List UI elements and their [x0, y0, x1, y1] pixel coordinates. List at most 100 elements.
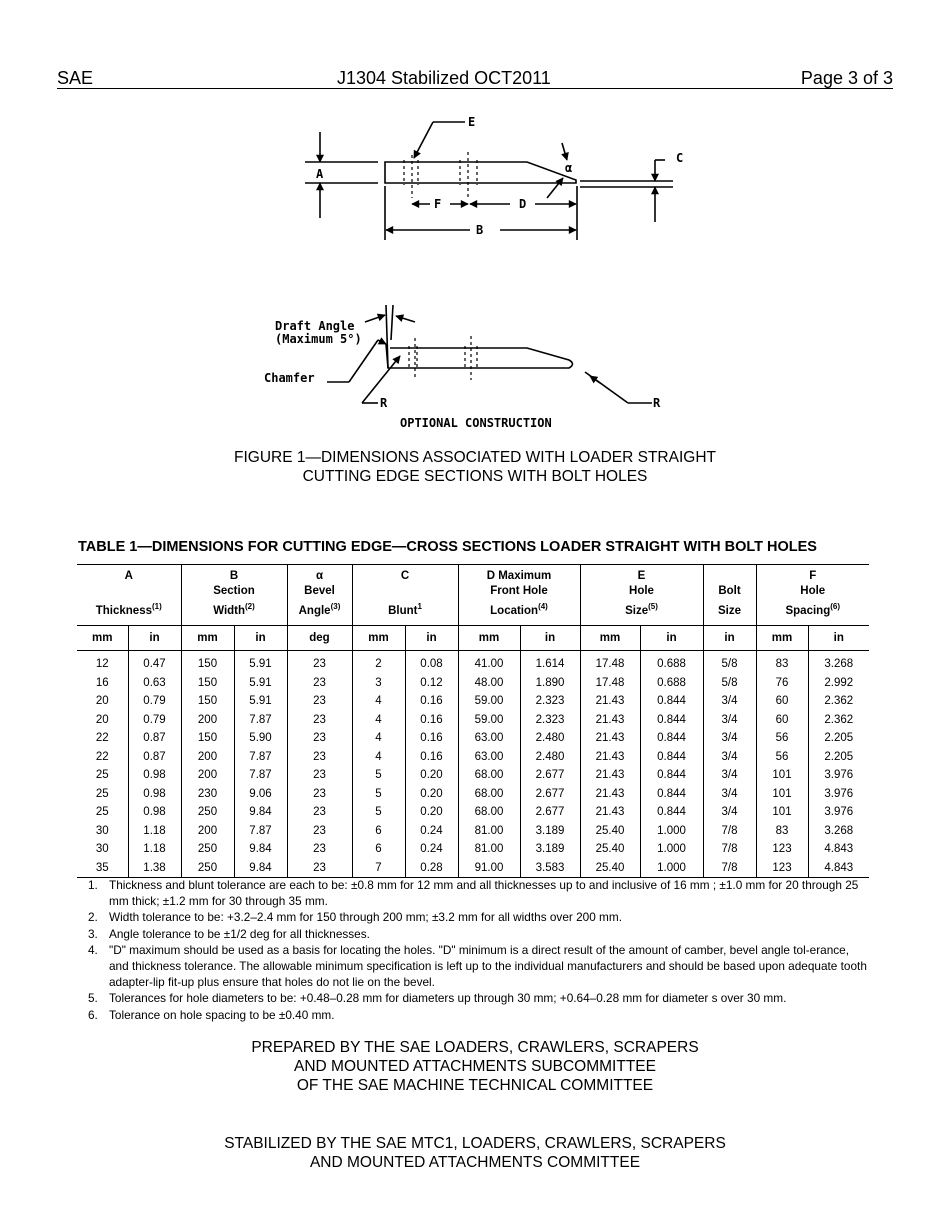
table-cell: 0.688 — [639, 673, 703, 692]
table-cell: 59.00 — [457, 692, 520, 711]
header-page-number: Page 3 of 3 — [800, 68, 893, 88]
group-line-3: Spacing(6) — [757, 599, 870, 619]
table-cell: 4 — [351, 692, 405, 711]
table-cell: 60 — [755, 710, 808, 729]
unit-header: in — [639, 625, 703, 651]
table-cell: 81.00 — [457, 840, 520, 859]
table-cell: 25.40 — [579, 840, 640, 859]
unit-header: in — [127, 625, 181, 651]
table-cell: 150 — [180, 650, 234, 674]
table-cell: 7.87 — [233, 766, 287, 785]
table-cell: 83 — [755, 650, 808, 674]
table-cell: 30 — [95, 824, 109, 837]
table-cell: 83 — [755, 821, 808, 840]
table-cell: 5 — [351, 784, 405, 803]
footnote-number: 4. — [88, 942, 98, 957]
footnote-number: 6. — [88, 1007, 98, 1022]
prepared-by-statement: PREPARED BY THE SAE LOADERS, CRAWLERS, S… — [0, 1038, 950, 1095]
table-cell: 17.48 — [579, 650, 640, 674]
group-label: Width — [213, 604, 246, 617]
footnote-number: 5. — [88, 991, 98, 1006]
table-cell: 23 — [286, 803, 352, 822]
table-cell: 9.84 — [233, 803, 287, 822]
stabilized-by-statement: STABILIZED BY THE SAE MTC1, LOADERS, CRA… — [0, 1134, 950, 1172]
table-cell: 1.38 — [127, 858, 181, 878]
table-cell: 0.16 — [404, 729, 458, 748]
table-cell: 56 — [755, 729, 808, 748]
table-cell: 23 — [286, 747, 352, 766]
footnote-number: 3. — [88, 926, 98, 941]
table-cell: 250 — [180, 803, 234, 822]
table-cell: 0.844 — [639, 784, 703, 803]
statement-line: OF THE SAE MACHINE TECHNICAL COMMITTEE — [296, 1077, 654, 1094]
group-line-3: Location(4) — [459, 599, 580, 619]
table-cell: 5 — [351, 766, 405, 785]
table-cell: 0.20 — [404, 766, 458, 785]
column-group-header: C Blunt1 — [351, 564, 458, 626]
footnote-text: "D" maximum should be used as a basis fo… — [109, 942, 867, 990]
table-cell: 30 — [95, 843, 109, 856]
table-cell: 0.24 — [404, 821, 458, 840]
group-label: Size — [625, 604, 649, 617]
table-cell: 17.48 — [579, 673, 640, 692]
table-cell: 1.18 — [127, 821, 181, 840]
group-line-1: B — [229, 570, 239, 582]
group-line-1: D Maximum — [486, 570, 552, 582]
label-c: C — [676, 151, 683, 165]
table-cell: 23 — [286, 729, 352, 748]
table-cell: 25.40 — [579, 821, 640, 840]
group-label: Size — [717, 604, 741, 617]
unit-header: in — [404, 625, 458, 651]
table-cell: 3/4 — [702, 729, 756, 748]
table-cell: 250 — [180, 858, 234, 878]
table-cell: 0.16 — [404, 747, 458, 766]
footnote-number: 2. — [88, 910, 98, 925]
table-cell: 7/8 — [702, 821, 756, 840]
label-chamfer: Chamfer — [264, 371, 315, 385]
table-cell: 23 — [286, 784, 352, 803]
figure-caption-line-2: CUTTING EDGE SECTIONS WITH BOLT HOLES — [302, 468, 648, 485]
figure-caption-line-1: FIGURE 1—DIMENSIONS ASSOCIATED WITH LOAD… — [234, 449, 716, 466]
table-cell: 16 — [95, 676, 109, 689]
table-cell: 5/8 — [702, 650, 756, 674]
table-cell: 6 — [351, 821, 405, 840]
group-label: Thickness — [95, 604, 152, 617]
table-cell: 3.976 — [807, 766, 869, 785]
table-cell: 1.000 — [639, 821, 703, 840]
table-cell: 200 — [180, 710, 234, 729]
statement-line: STABILIZED BY THE SAE MTC1, LOADERS, CRA… — [224, 1135, 726, 1152]
table-cell: 0.98 — [127, 784, 181, 803]
footnote-ref: (4) — [538, 602, 548, 611]
table-cell: 3/4 — [702, 710, 756, 729]
table-cell: 0.844 — [639, 766, 703, 785]
header-org: SAE — [57, 68, 94, 88]
table-cell: 3.268 — [807, 650, 869, 674]
group-line-2: Hole — [629, 585, 654, 597]
group-line-2: Hole — [800, 585, 826, 597]
table-cell: 4.843 — [807, 858, 869, 878]
table-cell: 3.189 — [519, 821, 580, 840]
group-line-1: α — [315, 570, 324, 582]
unit-header: in — [233, 625, 287, 651]
table-cell: 5.91 — [233, 650, 287, 674]
table-cell: 123 — [755, 840, 808, 859]
table-cell: 2.677 — [519, 803, 580, 822]
table-cell: 3/4 — [702, 766, 756, 785]
group-line-3: Size(5) — [581, 599, 703, 619]
footnote-text: Tolerances for hole diameters to be: +0.… — [109, 991, 787, 1006]
table-cell: 23 — [286, 692, 352, 711]
table-cell: 0.79 — [127, 692, 181, 711]
table-cell: 60 — [755, 692, 808, 711]
table-cell: 0.47 — [127, 650, 181, 674]
unit-header: in — [519, 625, 580, 651]
